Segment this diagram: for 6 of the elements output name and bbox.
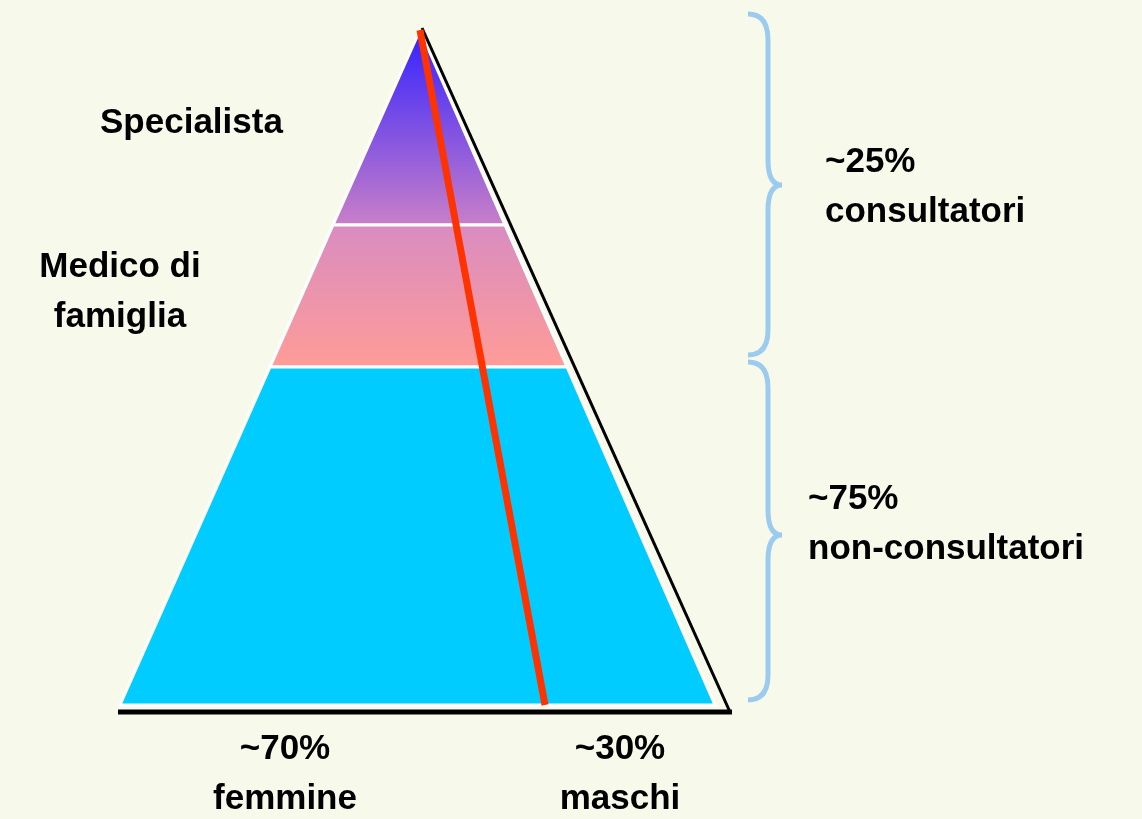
label-text: ~30% maschi (558, 726, 682, 818)
label-text: ~75% non-consultatori (808, 476, 1086, 568)
label-text: ~25% consultatori (825, 139, 1027, 231)
label-text: Specialista (100, 100, 285, 142)
label-text: ~70% femmine (212, 726, 358, 818)
label-text: Medico di famiglia (38, 244, 202, 336)
